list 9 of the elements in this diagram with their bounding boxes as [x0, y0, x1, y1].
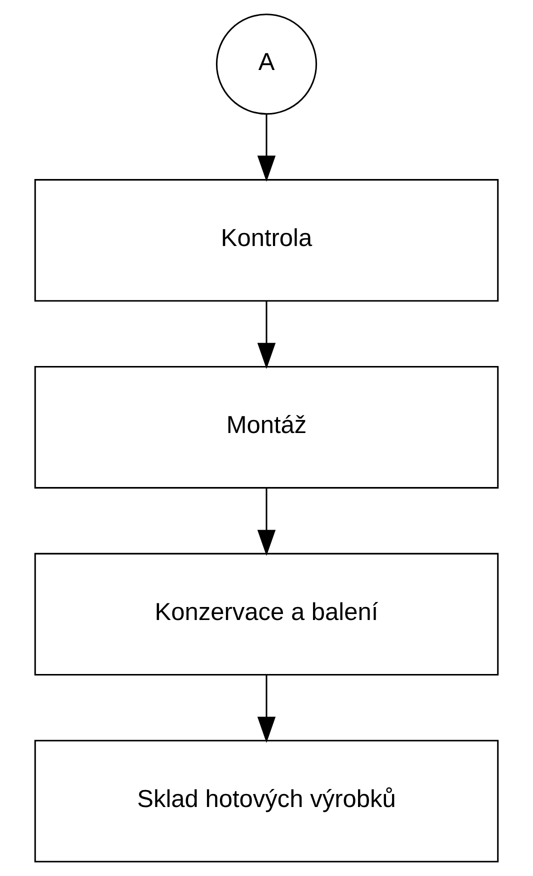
- arrow: [257, 674, 276, 743]
- arrow: [257, 488, 276, 556]
- arrow: [257, 301, 276, 369]
- node-box: Konzervace a balení: [34, 552, 499, 676]
- node-box: Sklad hotových výrobků: [34, 740, 499, 862]
- node-circle: A: [216, 14, 318, 115]
- arrow: [257, 114, 276, 182]
- node-box: Kontrola: [34, 179, 499, 302]
- node-box: Montáž: [34, 366, 499, 489]
